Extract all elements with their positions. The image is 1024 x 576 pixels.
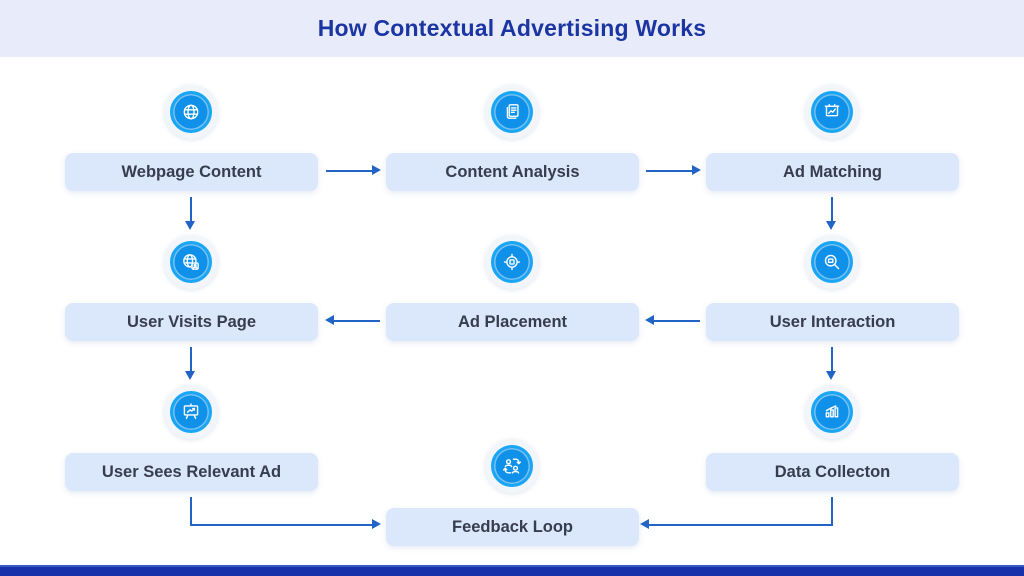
node-icon-user-interaction [805, 235, 859, 289]
node-label: Data Collecton [774, 462, 891, 481]
globe-badge-icon [183, 254, 199, 270]
node-webpage-content: Webpage Content [65, 153, 318, 191]
bar-chart-icon [825, 405, 839, 418]
node-ad-placement: Ad Placement [386, 303, 639, 341]
chart-board-icon [824, 103, 840, 117]
node-content-analysis: Content Analysis [386, 153, 639, 191]
node-icon-data-collecton [805, 385, 859, 439]
globe-icon [183, 104, 199, 120]
node-icon-user-visits-page [164, 235, 218, 289]
node-label: Ad Placement [457, 312, 568, 331]
node-data-collecton: Data Collecton [706, 453, 959, 491]
node-user-visits-page: User Visits Page [65, 303, 318, 341]
node-label: User Visits Page [126, 312, 257, 331]
people-sync-icon [502, 458, 522, 474]
document-icon [506, 104, 519, 119]
footer-bar [0, 565, 1024, 576]
node-label: User Sees Relevant Ad [101, 462, 282, 481]
node-user-sees-relevant-ad: User Sees Relevant Ad [65, 453, 318, 491]
node-icon-user-sees-relevant-ad [164, 385, 218, 439]
node-label: User Interaction [769, 312, 896, 331]
node-label: Feedback Loop [451, 517, 574, 536]
header: How Contextual Advertising Works [0, 0, 1024, 57]
page-title: How Contextual Advertising Works [317, 15, 707, 41]
target-icon [503, 253, 521, 271]
node-feedback-loop: Feedback Loop [386, 508, 639, 546]
node-icon-webpage-content [164, 85, 218, 139]
node-label: Webpage Content [121, 162, 262, 181]
node-label: Ad Matching [783, 162, 882, 181]
node-icon-content-analysis [485, 85, 539, 139]
node-icon-ad-matching [805, 85, 859, 139]
node-ad-matching: Ad Matching [706, 153, 959, 191]
node-icon-feedback-loop [485, 439, 539, 493]
node-label: Content Analysis [445, 162, 580, 181]
node-user-interaction: User Interaction [706, 303, 959, 341]
magnifier-icon [824, 254, 840, 270]
node-icon-ad-placement [485, 235, 539, 289]
easel-chart-icon [183, 403, 199, 420]
